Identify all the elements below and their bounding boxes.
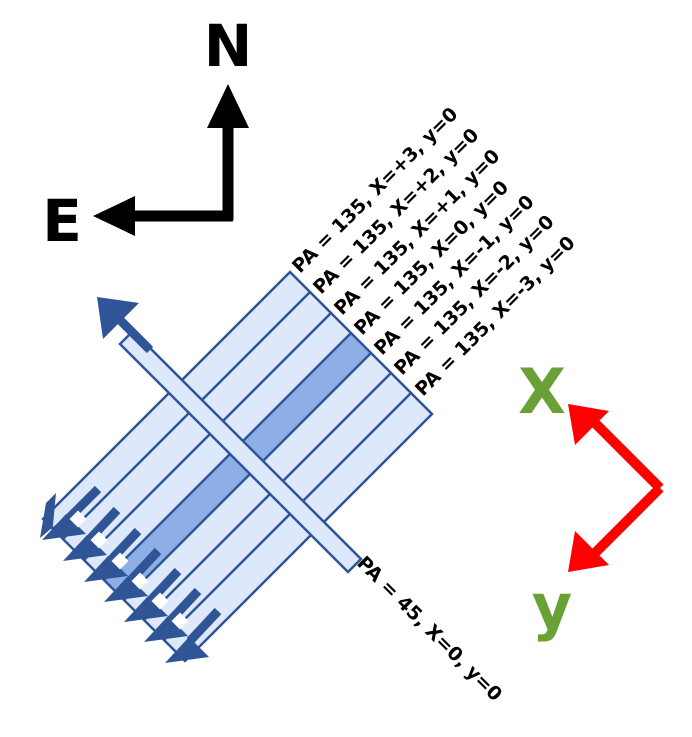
xy-axes: X y xyxy=(518,355,664,643)
dispersion-arrowhead-icon xyxy=(144,616,188,642)
compass: N E xyxy=(42,12,252,255)
pa45-arrowhead-icon xyxy=(97,297,139,339)
dispersion-arrowhead-icon xyxy=(165,637,209,663)
pa135-slit-outline xyxy=(41,270,434,663)
pa45-slit xyxy=(118,329,363,574)
dispersion-arrowhead-icon xyxy=(124,596,168,622)
pa45-arrow-shaft-icon xyxy=(112,312,154,354)
pa45-slit-group xyxy=(97,297,363,574)
dispersion-arrowhead-icon xyxy=(104,576,148,602)
dispersion-arrowhead-icon xyxy=(63,535,107,561)
east-label: E xyxy=(42,187,82,255)
x-axis-label: X xyxy=(518,355,566,428)
x-arrowhead-icon xyxy=(568,404,609,445)
pa45-slit-label: PA = 45, X=0, y=0 xyxy=(352,552,506,706)
dispersion-arrowhead-icon xyxy=(42,514,86,540)
pa135-center-slit-highlight xyxy=(104,333,371,600)
dispersion-arrows xyxy=(40,485,222,663)
y-arrowhead-icon xyxy=(568,531,609,572)
north-label: N xyxy=(204,12,253,80)
axis-arrows-icon xyxy=(588,416,664,560)
east-arrowhead-icon xyxy=(93,196,135,236)
dispersion-arrowhead-icon xyxy=(84,556,128,582)
y-axis-label: y xyxy=(532,570,572,643)
slit-dividers xyxy=(62,291,412,641)
north-arrowhead-icon xyxy=(207,84,249,128)
